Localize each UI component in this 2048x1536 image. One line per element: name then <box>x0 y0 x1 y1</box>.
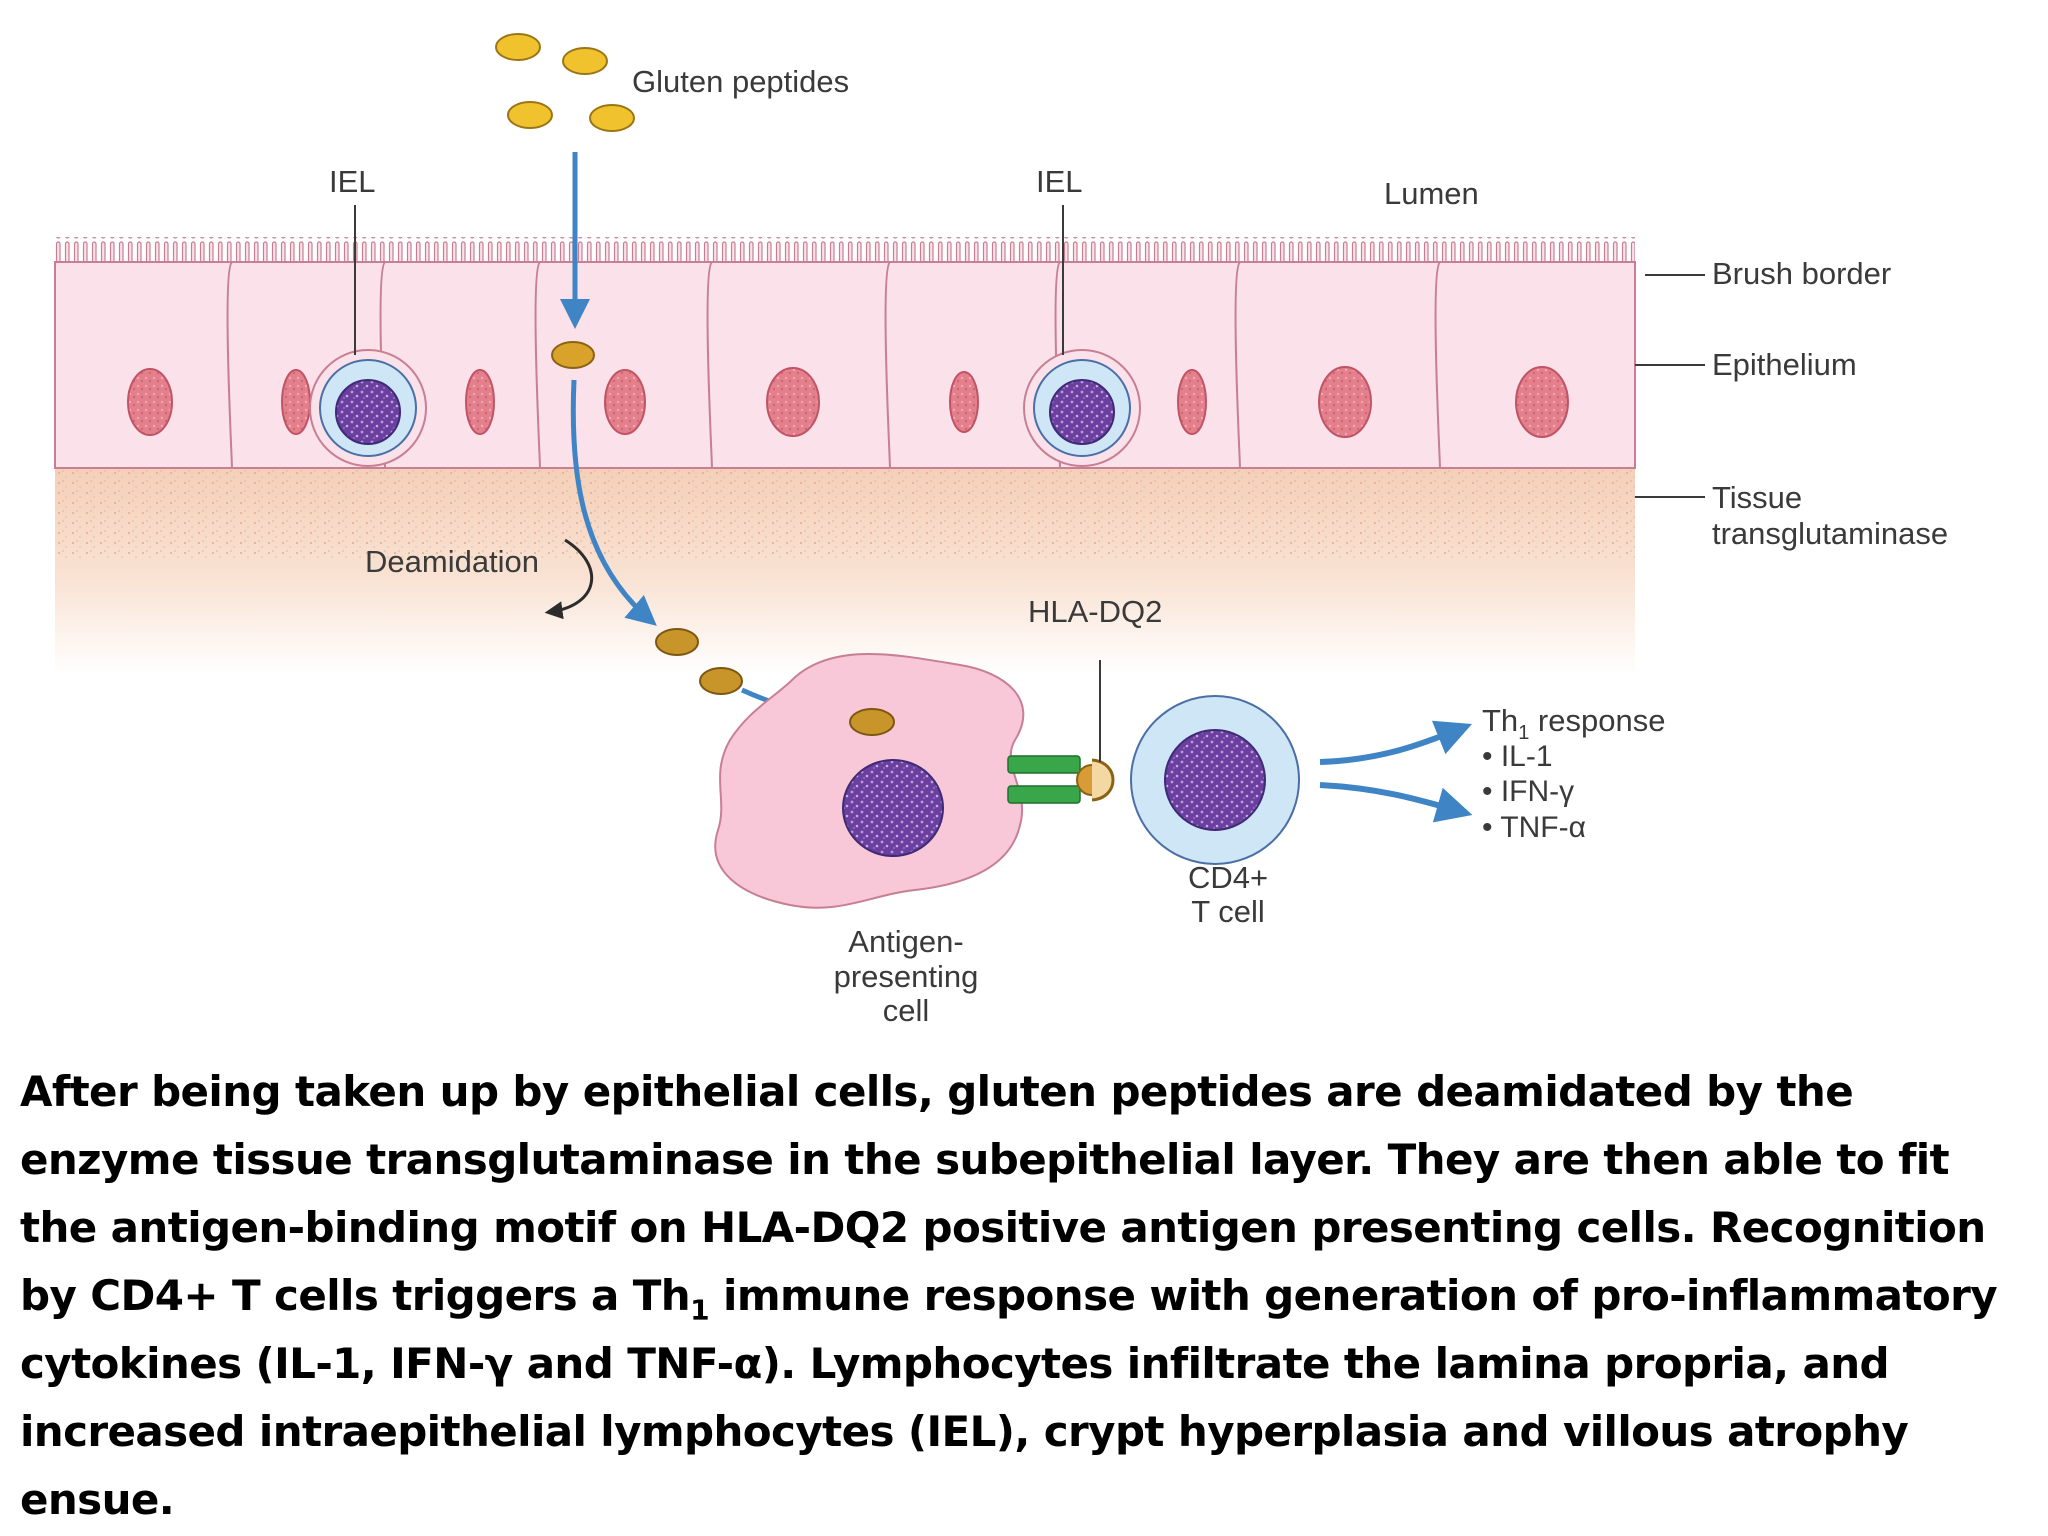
cytokine-il1: • IL-1 <box>1482 740 1553 773</box>
tissue-transglutaminase-label-2: transglutaminase <box>1712 516 1948 551</box>
peptide <box>507 101 553 129</box>
brush-border-label: Brush border <box>1712 256 1891 291</box>
leader-lines <box>354 205 1705 498</box>
epithelial-nuclei <box>127 366 1569 438</box>
tissue-transglutaminase-label-1: Tissue <box>1712 480 1802 515</box>
apc-label-2: presenting <box>834 959 979 994</box>
hla-dq2-molecule <box>1007 755 1115 804</box>
iel-left-label: IEL <box>329 164 376 199</box>
th1-arrow-up <box>1319 720 1473 765</box>
epithelial-nucleus <box>1177 369 1207 435</box>
cd4-label-1: CD4+ <box>1188 860 1268 895</box>
apc-label-1: Antigen- <box>848 924 963 959</box>
epithelial-cell-borders <box>226 261 1441 469</box>
epithelial-nucleus <box>281 369 311 435</box>
cytokine-ifn-gamma: • IFN-γ <box>1482 775 1574 808</box>
caption-text-2: immune response with generation of pro-i… <box>20 1271 1998 1524</box>
hla-dq2-label: HLA-DQ2 <box>1028 594 1162 629</box>
caption-paragraph: After being taken up by epithelial cells… <box>20 1058 2030 1534</box>
th1-arrow-down <box>1319 782 1473 823</box>
epithelial-nucleus <box>1318 366 1372 438</box>
apc-nucleus <box>842 759 944 857</box>
peptide-in-epithelium <box>551 341 595 369</box>
caption-text-1: After being taken up by epithelial cells… <box>20 1067 1986 1320</box>
peptide <box>495 33 541 61</box>
deamidated-peptides <box>655 628 743 695</box>
iel-right <box>1023 349 1141 467</box>
epithelium-band <box>54 261 1636 469</box>
transport-arrow <box>570 379 657 626</box>
epithelial-nucleus <box>127 368 173 436</box>
peptide <box>589 104 635 132</box>
epithelium-label: Epithelium <box>1712 347 1857 382</box>
apc-label-3: cell <box>883 993 930 1028</box>
iel-right-label: IEL <box>1036 164 1083 199</box>
cd4-t-cell <box>1130 695 1300 865</box>
deamidation-arrow <box>544 538 594 620</box>
peptide <box>655 628 699 656</box>
lumen-label: Lumen <box>1384 176 1479 211</box>
caption-subscript: 1 <box>690 1293 709 1327</box>
epithelial-nucleus <box>949 371 979 433</box>
th1-response-label: Th1 response <box>1482 703 1665 744</box>
epithelial-nucleus <box>465 369 495 435</box>
deamidation-label: Deamidation <box>365 544 539 579</box>
peptide <box>562 47 608 75</box>
peptide <box>699 667 743 695</box>
celiac-pathogenesis-diagram: Gluten peptides IEL IEL Lumen Brush bord… <box>54 33 1948 1028</box>
cytokine-tnf-alpha: • TNF-α <box>1482 811 1586 844</box>
epithelial-nucleus <box>1515 366 1569 438</box>
apc-peptide <box>849 708 895 736</box>
epithelial-nucleus <box>766 367 820 437</box>
epithelial-nucleus <box>604 369 646 435</box>
gluten-peptides-label: Gluten peptides <box>632 64 849 99</box>
iel-left <box>309 349 427 467</box>
cd4-label-2: T cell <box>1191 894 1265 929</box>
subepithelial-texture <box>55 470 1635 560</box>
gluten-peptides-lumen <box>495 33 635 132</box>
